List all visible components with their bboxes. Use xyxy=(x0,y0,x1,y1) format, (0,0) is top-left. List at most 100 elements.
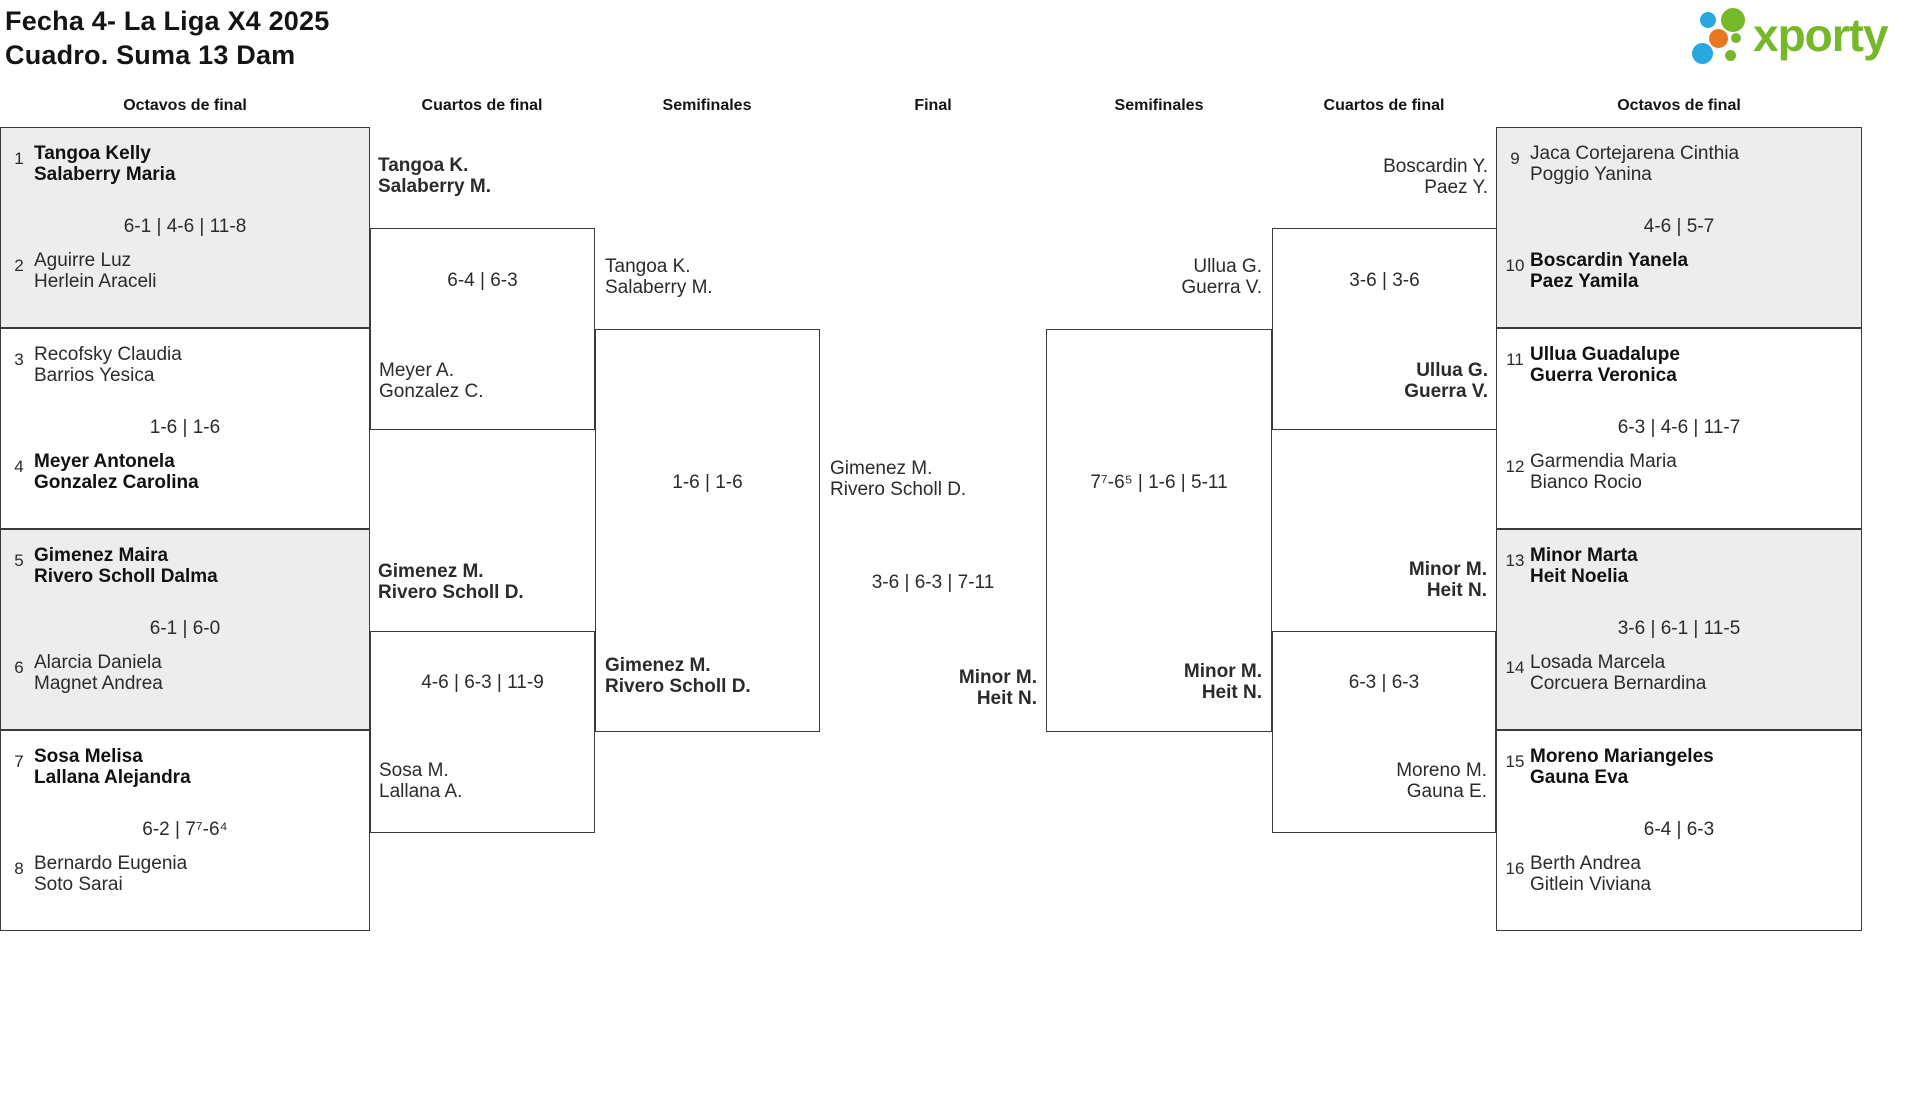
team-pair: Moreno M.Gauna E. xyxy=(1272,760,1487,802)
match-qf-2[interactable] xyxy=(370,631,595,833)
match-score: 6-4 | 6-3 xyxy=(1643,819,1715,840)
seed-number: 10 xyxy=(1505,256,1525,275)
match-score: 6-1 | 4-6 | 11-8 xyxy=(123,216,247,237)
logo-wordmark: xporty xyxy=(1753,9,1889,61)
player-name: Bernardo Eugenia xyxy=(34,853,188,874)
player-name: Ullua G. xyxy=(1416,360,1488,381)
team-pair: Gimenez M.Rivero Scholl D. xyxy=(378,561,524,603)
player-name: Salaberry Maria xyxy=(34,164,176,185)
logo-dot-green-large-icon xyxy=(1721,8,1745,32)
seed-number: 6 xyxy=(14,658,24,677)
round-header-semis-left: Semifinales xyxy=(662,97,752,114)
seed-number: 5 xyxy=(14,551,24,570)
match-qf-4[interactable] xyxy=(1272,631,1496,833)
seed-number: 1 xyxy=(14,149,24,168)
match-qf-3[interactable] xyxy=(1272,228,1497,430)
player-name: Gimenez M. xyxy=(605,655,711,676)
team-pair: Ullua G.Guerra V. xyxy=(1046,256,1262,298)
match-score: 6-2 | 7⁷-6⁴ xyxy=(142,819,228,840)
match-sf-1[interactable] xyxy=(595,329,820,732)
match-sf-2[interactable] xyxy=(1046,329,1272,732)
player-name: Bianco Rocio xyxy=(1530,472,1642,493)
team-pair: Gimenez M.Rivero Scholl D. xyxy=(830,458,966,500)
seed-number: 7 xyxy=(14,752,24,771)
player-name: Lallana A. xyxy=(379,781,463,802)
player-name: Guerra Veronica xyxy=(1530,365,1677,386)
player-name: Gimenez Maira xyxy=(34,545,169,566)
player-name: Minor M. xyxy=(1183,661,1262,682)
page-title: Fecha 4- La Liga X4 2025 Cuadro. Suma 13… xyxy=(5,4,329,72)
match-qf-1[interactable] xyxy=(370,228,595,430)
logo-dot-blue-large-icon xyxy=(1692,43,1713,64)
seed-number: 4 xyxy=(14,457,24,476)
match-score: 3-6 | 6-3 | 7-11 xyxy=(871,572,995,593)
match-score: 3-6 | 6-1 | 11-5 xyxy=(1617,618,1741,639)
player-name: Heit Noelia xyxy=(1530,566,1629,587)
player-name: Moreno Mariangeles xyxy=(1530,746,1714,767)
seed-number: 3 xyxy=(14,350,24,369)
player-name: Losada Marcela xyxy=(1530,652,1666,673)
player-name: Guerra V. xyxy=(1181,277,1262,298)
player-name: Moreno M. xyxy=(1396,760,1487,781)
team-pair: Sosa M.Lallana A. xyxy=(379,760,462,802)
xporty-logo[interactable]: xporty xyxy=(1690,0,1915,70)
player-name: Sosa Melisa xyxy=(34,746,143,767)
player-name: Herlein Araceli xyxy=(34,271,157,292)
player-name: Rivero Scholl D. xyxy=(605,676,751,697)
seed-number: 14 xyxy=(1505,658,1525,677)
seed-number: 15 xyxy=(1505,752,1525,771)
team-pair: Tangoa K.Salaberry M. xyxy=(605,256,713,298)
match-score: 4-6 | 5-7 xyxy=(1643,216,1715,237)
team-pair: Minor M.Heit N. xyxy=(1046,661,1262,703)
player-name: Aguirre Luz xyxy=(34,250,132,271)
player-name: Jaca Cortejarena Cinthia xyxy=(1530,143,1740,164)
player-name: Heit N. xyxy=(976,688,1037,709)
player-name: Gonzalez C. xyxy=(379,381,484,402)
player-name: Heit N. xyxy=(1201,682,1262,703)
match-score: 6-3 | 4-6 | 11-7 xyxy=(1617,417,1741,438)
player-name: Boscardin Yanela xyxy=(1530,250,1689,271)
player-name: Boscardin Y. xyxy=(1383,156,1488,177)
logo-dot-blue-small-icon xyxy=(1700,12,1716,28)
round-header-octavos-left: Octavos de final xyxy=(123,97,247,114)
team-pair: Minor M.Heit N. xyxy=(1272,559,1487,601)
player-name: Rivero Scholl Dalma xyxy=(34,566,218,587)
match-score: 3-6 | 3-6 xyxy=(1349,270,1420,291)
player-name: Berth Andrea xyxy=(1530,853,1641,874)
player-name: Lallana Alejandra xyxy=(34,767,191,788)
tournament-name: Fecha 4- La Liga X4 2025 xyxy=(5,6,330,36)
player-name: Recofsky Claudia xyxy=(34,344,182,365)
team-pair: Minor M.Heit N. xyxy=(820,667,1037,709)
player-name: Alarcia Daniela xyxy=(34,652,162,673)
player-name: Gauna Eva xyxy=(1530,767,1629,788)
seed-number: 8 xyxy=(14,859,24,878)
player-name: Ullua Guadalupe xyxy=(1530,344,1680,365)
player-name: Minor M. xyxy=(958,667,1037,688)
player-name: Tangoa K. xyxy=(378,155,469,176)
draw-name: Cuadro. Suma 13 Dam xyxy=(5,40,296,70)
match-score: 6-4 | 6-3 xyxy=(447,270,518,291)
round-header-octavos-right: Octavos de final xyxy=(1617,97,1741,114)
team-pair: Boscardin Y.Paez Y. xyxy=(1272,156,1488,198)
logo-dot-orange-icon xyxy=(1709,29,1728,48)
player-name: Barrios Yesica xyxy=(34,365,155,386)
player-name: Guerra V. xyxy=(1404,381,1488,402)
match-score: 1-6 | 1-6 xyxy=(672,472,743,493)
team-pair: Ullua G.Guerra V. xyxy=(1272,360,1488,402)
